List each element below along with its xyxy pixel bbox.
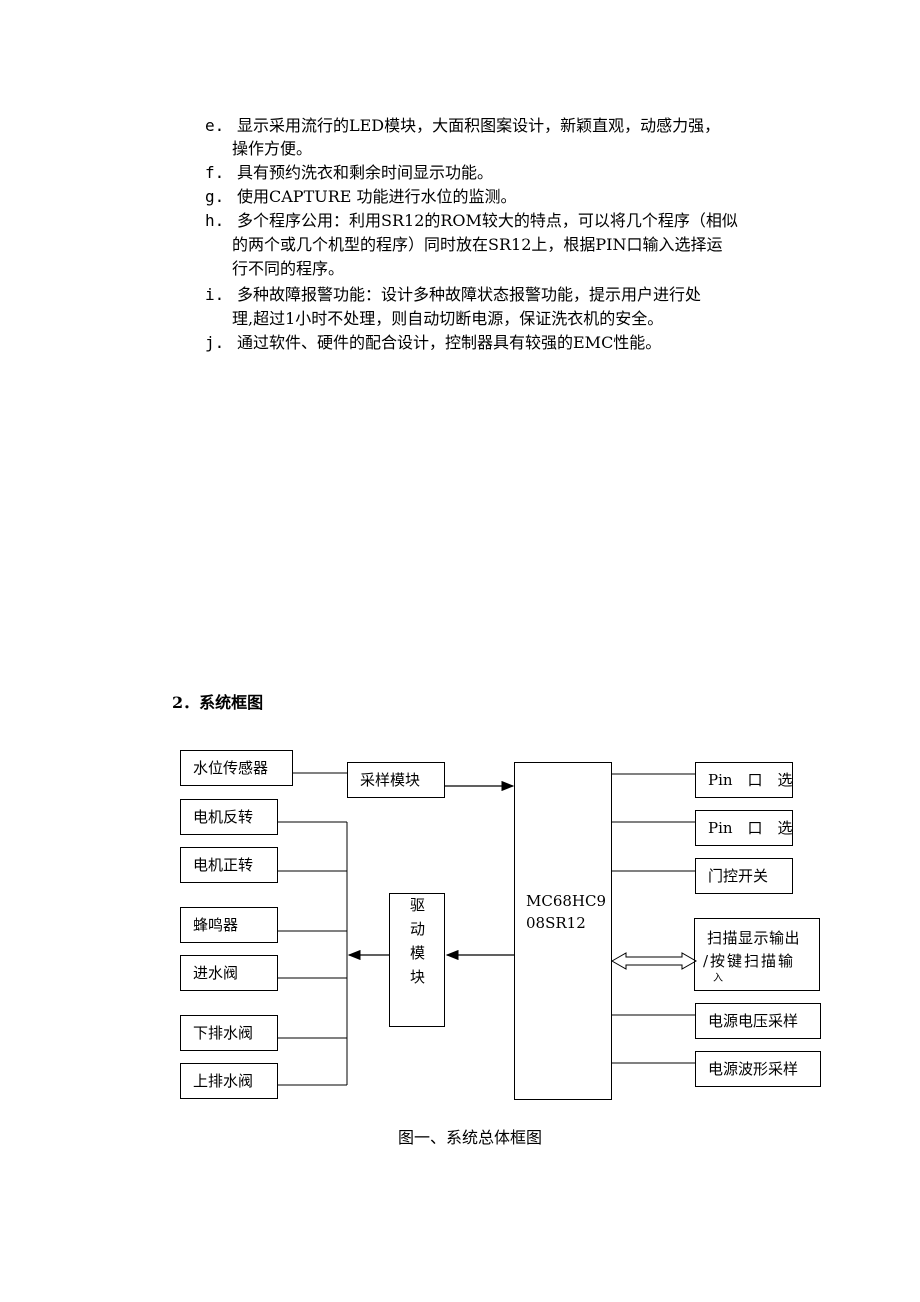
mcu-label-line-2: 08SR12: [526, 914, 586, 932]
upper-drain-valve-box: 上排水阀: [180, 1063, 278, 1099]
sampling-module-label: 采样模块: [360, 771, 421, 789]
figure-caption: 图一、系统总体框图: [398, 1128, 543, 1147]
door-switch-box: 门控开关: [695, 858, 793, 894]
motor-reverse-label: 电机反转: [193, 808, 254, 826]
item-j-line-1: 通过软件、硬件的配合设计，控制器具有较强的EMC性能。: [237, 333, 662, 352]
inlet-valve-box: 进水阀: [180, 955, 278, 991]
motor-forward-box: 电机正转: [180, 847, 278, 883]
item-f-line-1: 具有预约洗衣和剩余时间显示功能。: [237, 163, 494, 182]
item-i-line-2: 理,超过1小时不处理，则自动切断电源，保证洗衣机的安全。: [232, 309, 664, 328]
water-level-sensor-box: 水位传感器: [180, 750, 293, 786]
pin-select-box-2: Pin 口 选: [695, 810, 793, 846]
item-e-line-1: 显示采用流行的LED模块，大面积图案设计，新颖直观，动感力强，: [237, 116, 721, 135]
drive-module-label: 驱 动 模 块: [390, 893, 445, 989]
upper-drain-valve-label: 上排水阀: [193, 1072, 254, 1090]
scan-display-box: 扫描显示输出 /按键扫描输 入: [694, 918, 820, 991]
item-h-line-1: 多个程序公用：利用SR12的ROM较大的特点，可以将几个程序（相似: [237, 211, 738, 230]
motor-forward-label: 电机正转: [193, 856, 254, 874]
drive-char-2: 动: [409, 920, 425, 938]
supply-voltage-sampling-label: 电源电压采样: [708, 1012, 799, 1030]
scan-display-line-2: /按键扫描输: [703, 952, 796, 970]
drive-char-1: 驱: [409, 896, 425, 914]
item-i-line-1: 多种故障报警功能：设计多种故障状态报警功能，提示用户进行处: [237, 285, 702, 304]
buzzer-label: 蜂鸣器: [193, 916, 239, 934]
water-level-sensor-label: 水位传感器: [193, 759, 269, 777]
motor-reverse-box: 电机反转: [180, 799, 278, 835]
mcu-label-line-1: MC68HC9: [526, 892, 607, 910]
drive-char-4: 块: [409, 968, 425, 986]
lower-drain-valve-box: 下排水阀: [180, 1015, 278, 1051]
door-switch-label: 门控开关: [708, 867, 769, 885]
buzzer-box: 蜂鸣器: [180, 907, 278, 943]
item-label-f: f.: [205, 163, 225, 182]
item-label-h: h.: [205, 211, 225, 230]
supply-waveform-sampling-box: 电源波形采样: [695, 1051, 821, 1087]
mcu-label: MC68HC9 08SR12: [526, 890, 606, 934]
drive-module-box: [389, 893, 445, 1027]
sampling-module-box: 采样模块: [347, 762, 445, 798]
item-h-line-3: 行不同的程序。: [232, 259, 345, 278]
inlet-valve-label: 进水阀: [193, 964, 239, 982]
item-label-g: g.: [205, 187, 225, 206]
pin-select-box-1: Pin 口 选: [695, 762, 793, 798]
pin-select-label-1: Pin 口 选: [708, 771, 793, 789]
scan-display-line-3: 入: [713, 973, 723, 984]
supply-waveform-sampling-label: 电源波形采样: [708, 1060, 799, 1078]
item-label-i: i.: [205, 285, 225, 304]
supply-voltage-sampling-box: 电源电压采样: [695, 1003, 821, 1039]
scan-display-line-1: 扫描显示输出: [707, 929, 801, 947]
item-h-line-2: 的两个或几个机型的程序）同时放在SR12上，根据PIN口输入选择运: [232, 235, 723, 254]
lower-drain-valve-label: 下排水阀: [193, 1024, 254, 1042]
pin-select-label-2: Pin 口 选: [708, 819, 793, 837]
drive-char-3: 模: [409, 944, 425, 962]
item-label-e: e.: [205, 116, 225, 135]
item-label-j: j.: [205, 333, 225, 352]
mcu-box: [514, 762, 612, 1100]
item-g-line-1: 使用CAPTURE 功能进行水位的监测。: [237, 187, 517, 206]
section-heading: 2．系统框图: [172, 693, 264, 712]
item-e-line-2: 操作方便。: [232, 139, 313, 158]
